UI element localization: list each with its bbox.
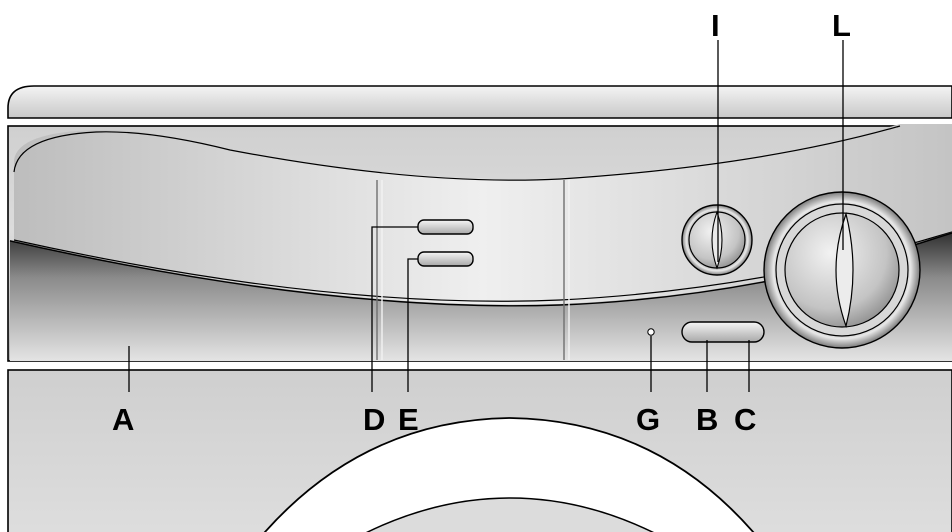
label-i: I (711, 8, 720, 43)
label-b: B (696, 402, 718, 437)
selector-knob-icon (711, 210, 723, 270)
indicator-light-d (417, 219, 474, 235)
indicator-light-e (417, 251, 474, 267)
hood-top-curve (13, 125, 901, 181)
door-inner-ring (366, 497, 654, 532)
label-a: A (112, 402, 134, 437)
leader-lines (128, 40, 844, 392)
indicator-light-g (647, 328, 655, 336)
label-e: E (398, 402, 419, 437)
label-d: D (363, 402, 385, 437)
program-knob-icon (835, 211, 854, 329)
label-l: L (832, 8, 851, 43)
start-pause-button[interactable] (681, 321, 765, 343)
label-c: C (734, 402, 756, 437)
machine-top-lid (7, 85, 952, 119)
door-outer-ring[interactable] (258, 417, 760, 532)
label-g: G (636, 402, 660, 437)
